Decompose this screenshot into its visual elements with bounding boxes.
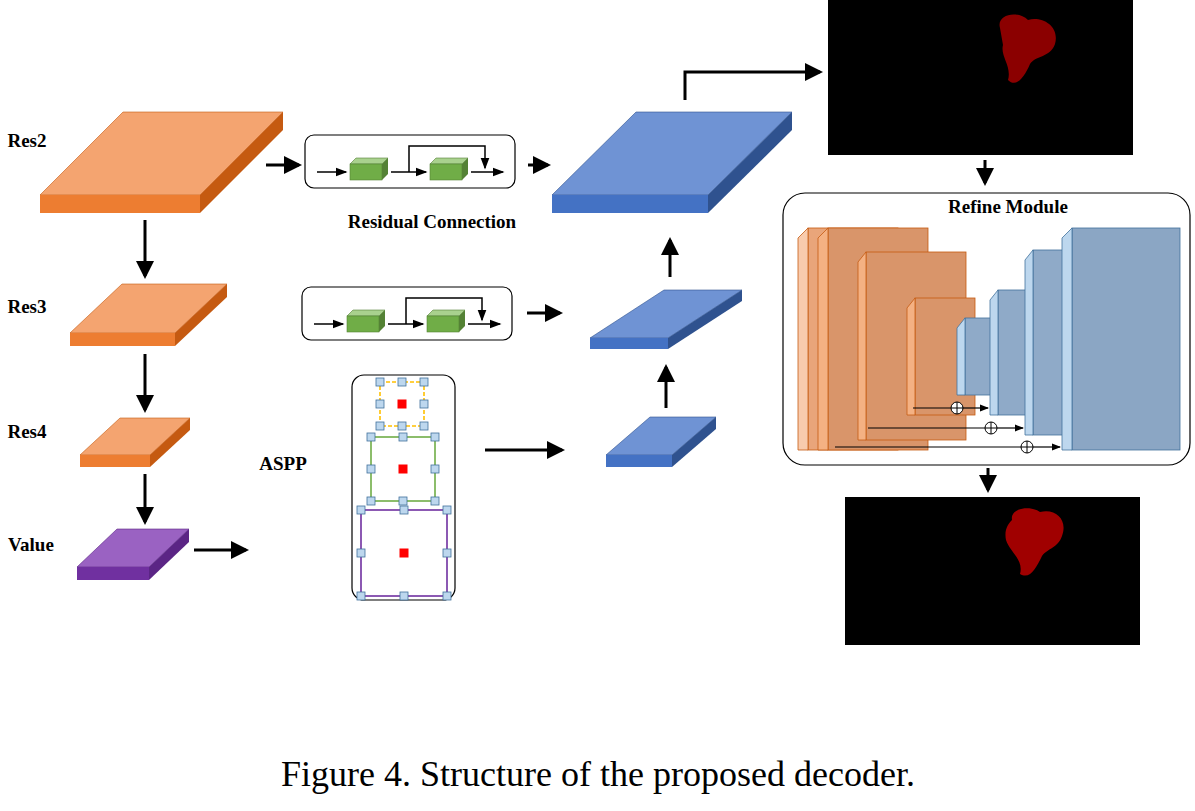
sample-point xyxy=(367,433,375,441)
node-label: Res2 xyxy=(7,130,46,153)
node-figure xyxy=(250,373,460,603)
arrow-line xyxy=(314,323,343,325)
node-figure xyxy=(783,193,1190,465)
sample-point xyxy=(420,422,428,430)
flow-arrow xyxy=(144,474,147,522)
sample-point xyxy=(357,506,365,514)
flow-arrow xyxy=(144,354,147,410)
sample-point xyxy=(420,400,428,408)
node-label: Refine Module xyxy=(948,196,1068,219)
refined-mask xyxy=(845,497,1140,645)
diagram-node: Residual Connection xyxy=(303,133,561,237)
center-point xyxy=(399,465,408,474)
diagram-node: Value xyxy=(0,526,190,582)
conv-cube xyxy=(347,310,385,332)
sample-point xyxy=(357,549,365,557)
sample-point xyxy=(400,592,408,600)
sample-point xyxy=(398,378,406,386)
conv-cube xyxy=(430,158,468,180)
sample-point xyxy=(431,497,439,505)
sample-point xyxy=(420,378,428,386)
arrow-line xyxy=(997,427,1023,428)
sample-point xyxy=(443,506,451,514)
node-label: Residual Connection xyxy=(348,211,516,234)
sample-point xyxy=(399,497,407,505)
flow-arrow xyxy=(266,164,299,167)
feature-slab xyxy=(590,290,742,349)
arrow-line xyxy=(468,323,500,325)
flow-arrow xyxy=(194,549,246,552)
sample-point xyxy=(398,422,406,430)
sample-point xyxy=(400,506,408,514)
sample-point xyxy=(376,400,384,408)
sum-symbol xyxy=(985,422,997,434)
figure-caption: Figure 4. Structure of the proposed deco… xyxy=(281,753,915,796)
sum-symbol xyxy=(951,402,963,414)
arrow-line xyxy=(471,171,503,173)
feature-slab xyxy=(77,529,189,580)
diagram-node: Res3 xyxy=(0,280,225,350)
diagram-node: Res4 xyxy=(0,414,192,470)
arrow-line xyxy=(669,240,672,277)
dilation-grid xyxy=(380,382,424,426)
refine-layer xyxy=(907,298,975,415)
sum-symbol xyxy=(1021,441,1033,453)
center-point xyxy=(398,400,407,409)
sample-point xyxy=(367,465,375,473)
arrow-line xyxy=(1033,446,1060,447)
diagram-node: ASPP xyxy=(250,373,460,603)
dilation-grid xyxy=(361,510,447,596)
diagram-node: Refine Module xyxy=(783,193,1190,465)
feature-slab xyxy=(40,112,283,213)
flow-arrow xyxy=(144,220,147,276)
feature-slab xyxy=(70,284,227,346)
arrow-line xyxy=(528,164,548,167)
mask-blob xyxy=(1000,14,1056,82)
sample-point xyxy=(399,433,407,441)
mask-blob xyxy=(1005,508,1063,575)
sample-point xyxy=(376,378,384,386)
arrow-line xyxy=(984,160,987,183)
arrow-line xyxy=(868,427,985,428)
residual-box xyxy=(305,135,515,188)
node-label: Res3 xyxy=(7,296,46,319)
coarse-mask xyxy=(828,0,1133,155)
sample-point xyxy=(431,465,439,473)
sample-point xyxy=(443,549,451,557)
arrow-line xyxy=(913,407,951,408)
sample-point xyxy=(431,433,439,441)
node-label: Res4 xyxy=(7,421,46,444)
residual-box xyxy=(302,287,512,340)
feature-slab xyxy=(80,418,190,467)
arrow-line xyxy=(665,367,668,408)
aspp-box xyxy=(352,375,455,600)
arrow-line xyxy=(963,407,988,408)
diagram-node: Res2 xyxy=(0,108,262,216)
dilation-grid xyxy=(371,437,435,501)
sample-point xyxy=(357,592,365,600)
skip-line xyxy=(409,146,485,172)
refine-box xyxy=(783,193,1190,465)
arrow-line xyxy=(485,449,562,452)
center-point xyxy=(400,549,409,558)
arrow-line xyxy=(987,468,990,490)
arrow-line xyxy=(835,446,1021,447)
sample-point xyxy=(376,422,384,430)
output-arrow xyxy=(685,72,820,100)
skip-line xyxy=(406,298,482,324)
feature-slab xyxy=(606,417,716,467)
sample-point xyxy=(443,592,451,600)
node-figure xyxy=(0,108,262,216)
node-label: ASPP xyxy=(259,453,307,476)
sample-point xyxy=(367,497,375,505)
arrow-line xyxy=(527,312,560,315)
feature-slab xyxy=(552,112,792,213)
conv-cube xyxy=(350,158,388,180)
arrow-line xyxy=(317,171,346,173)
conv-cube xyxy=(427,310,465,332)
node-label: Value xyxy=(8,534,54,557)
refine-layer xyxy=(1062,228,1180,450)
